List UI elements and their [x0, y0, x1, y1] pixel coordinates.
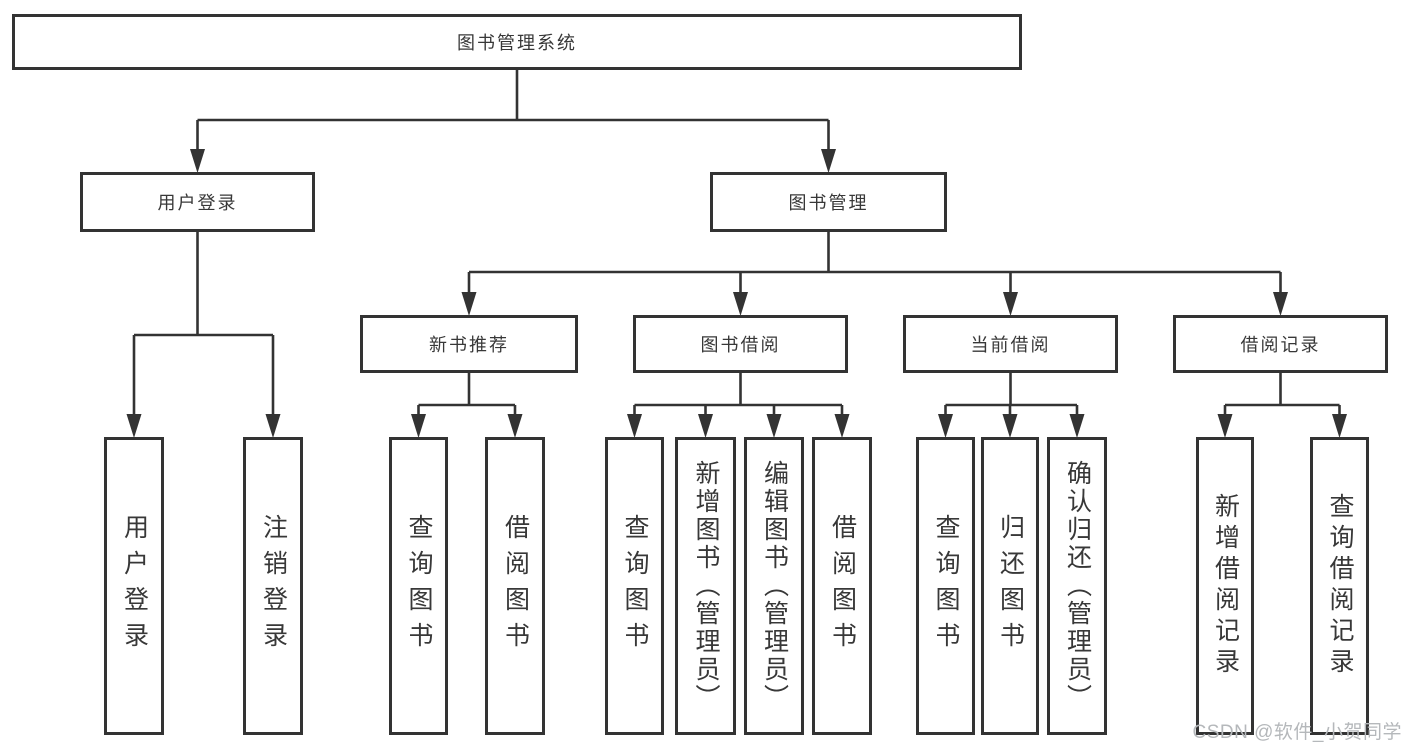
tree-node-box: 新增借阅记录 [1196, 437, 1254, 735]
tree-node-label: 归还图书 [996, 514, 1025, 658]
tree-node-label: 图书管理 [788, 193, 869, 213]
arrow-down-icon [126, 414, 142, 438]
arrow-down-icon [190, 149, 205, 173]
tree-node-box: 查询图书 [605, 437, 664, 735]
tree-node-box: 图书管理系统 [12, 14, 1022, 70]
arrow-down-icon [627, 414, 642, 438]
tree-node-label: 确认归还（管理员） [1063, 460, 1092, 712]
tree-node-label: 图书管理系统 [457, 33, 577, 53]
tree-node-box: 查询图书 [916, 437, 975, 735]
tree-node-label: 当前借阅 [970, 335, 1051, 355]
tree-node-box: 编辑图书（管理员） [744, 437, 804, 735]
tree-node-label: 借阅图书 [828, 514, 857, 658]
tree-node-label: 查询图书 [932, 514, 960, 658]
tree-node-box: 新增图书（管理员） [675, 437, 736, 735]
tree-node-box: 查询借阅记录 [1310, 437, 1369, 735]
arrow-down-icon [1069, 414, 1085, 438]
tree-node-label: 查询图书 [405, 514, 433, 658]
arrow-down-icon [1002, 414, 1018, 438]
tree-node-box: 查询图书 [389, 437, 448, 735]
arrow-down-icon [1273, 292, 1288, 316]
arrow-down-icon [733, 292, 748, 316]
tree-node-label: 新书推荐 [429, 335, 509, 355]
tree-node-label: 图书借阅 [700, 335, 781, 355]
tree-node-box: 注销登录 [243, 437, 303, 735]
arrow-down-icon [411, 414, 426, 438]
arrow-down-icon [698, 414, 713, 438]
tree-node-box: 归还图书 [981, 437, 1039, 735]
arrow-down-icon [766, 414, 782, 438]
arrow-down-icon [834, 414, 850, 438]
tree-node-box: 用户登录 [80, 172, 315, 232]
tree-node-box: 确认归还（管理员） [1047, 437, 1107, 735]
arrow-down-icon [1003, 292, 1018, 316]
arrow-down-icon [938, 414, 953, 438]
tree-node-box: 当前借阅 [903, 315, 1118, 373]
watermark: CSDN @软件_小贺同学 [1192, 722, 1402, 743]
tree-node-box: 图书借阅 [633, 315, 848, 373]
tree-node-box: 新书推荐 [360, 315, 578, 373]
tree-node-label: 查询图书 [621, 514, 649, 658]
tree-node-label: 查询借阅记录 [1326, 493, 1354, 679]
tree-node-box: 用户登录 [104, 437, 164, 735]
tree-node-label: 借阅记录 [1240, 335, 1321, 355]
arrow-down-icon [507, 414, 523, 438]
tree-node-box: 图书管理 [710, 172, 947, 232]
tree-node-box: 借阅图书 [812, 437, 872, 735]
tree-node-label: 新增借阅记录 [1211, 493, 1240, 679]
tree-node-box: 借阅图书 [485, 437, 545, 735]
arrow-down-icon [461, 292, 477, 316]
arrow-down-icon [265, 414, 281, 438]
tree-node-box: 借阅记录 [1173, 315, 1388, 373]
tree-node-label: 注销登录 [259, 514, 288, 658]
tree-node-label: 借阅图书 [501, 514, 530, 658]
arrow-down-icon [1217, 414, 1233, 438]
arrow-down-icon [1332, 414, 1347, 438]
tree-node-label: 用户登录 [120, 514, 149, 658]
tree-node-label: 用户登录 [157, 193, 238, 213]
arrow-down-icon [821, 149, 836, 173]
tree-node-label: 新增图书（管理员） [692, 460, 720, 712]
tree-node-label: 编辑图书（管理员） [760, 460, 789, 712]
